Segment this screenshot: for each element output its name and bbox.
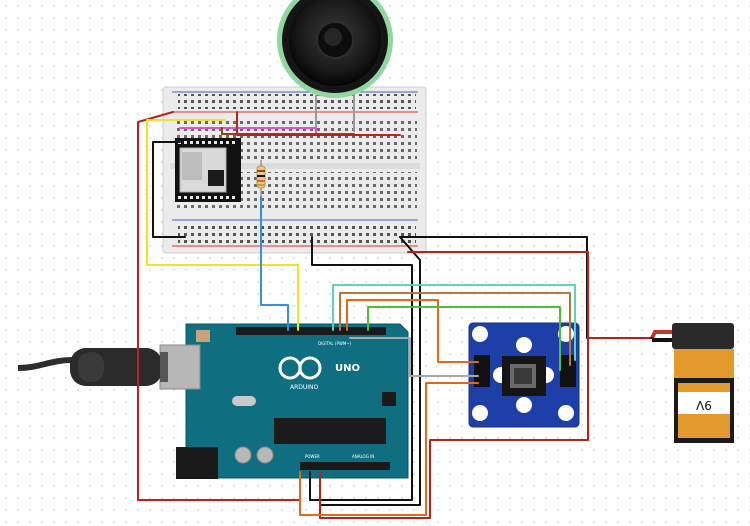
speaker-icon xyxy=(277,0,393,132)
wire-black-left xyxy=(152,141,186,238)
wire-black-right xyxy=(309,236,413,501)
wire-pink xyxy=(179,127,317,135)
arduino-logo-icon xyxy=(278,356,322,380)
wires xyxy=(137,111,653,519)
analog-pins-label: ANALOG IN xyxy=(352,454,374,459)
wire-green xyxy=(367,306,561,371)
battery-label: 9V xyxy=(695,398,712,412)
color-sensor-module xyxy=(468,322,580,428)
wire-orange xyxy=(346,299,479,363)
usb-cable-icon xyxy=(17,348,168,386)
wire-brown-sensor xyxy=(339,292,571,366)
wire-blue xyxy=(260,196,289,331)
arduino-uno-board: ARDUINO UNO DIGITAL (PWM~) POWER ANALOG … xyxy=(159,323,409,479)
resistor-icon xyxy=(256,160,266,197)
battery-9v: 9V xyxy=(650,323,734,443)
wire-teal xyxy=(332,284,576,361)
mp3-player-module xyxy=(175,138,241,202)
arduino-model: UNO xyxy=(335,363,360,374)
wire-orange-low xyxy=(299,382,479,516)
wire-gray xyxy=(349,337,479,377)
wire-red-bottom xyxy=(319,337,589,519)
wire-red-right xyxy=(407,251,651,339)
digital-pins-label: DIGITAL (PWM~) xyxy=(318,341,352,346)
wire-red-top xyxy=(236,111,401,136)
power-pins-label: POWER xyxy=(305,454,320,459)
arduino-brand: ARDUINO xyxy=(290,384,319,391)
wire-yellow xyxy=(146,119,299,331)
